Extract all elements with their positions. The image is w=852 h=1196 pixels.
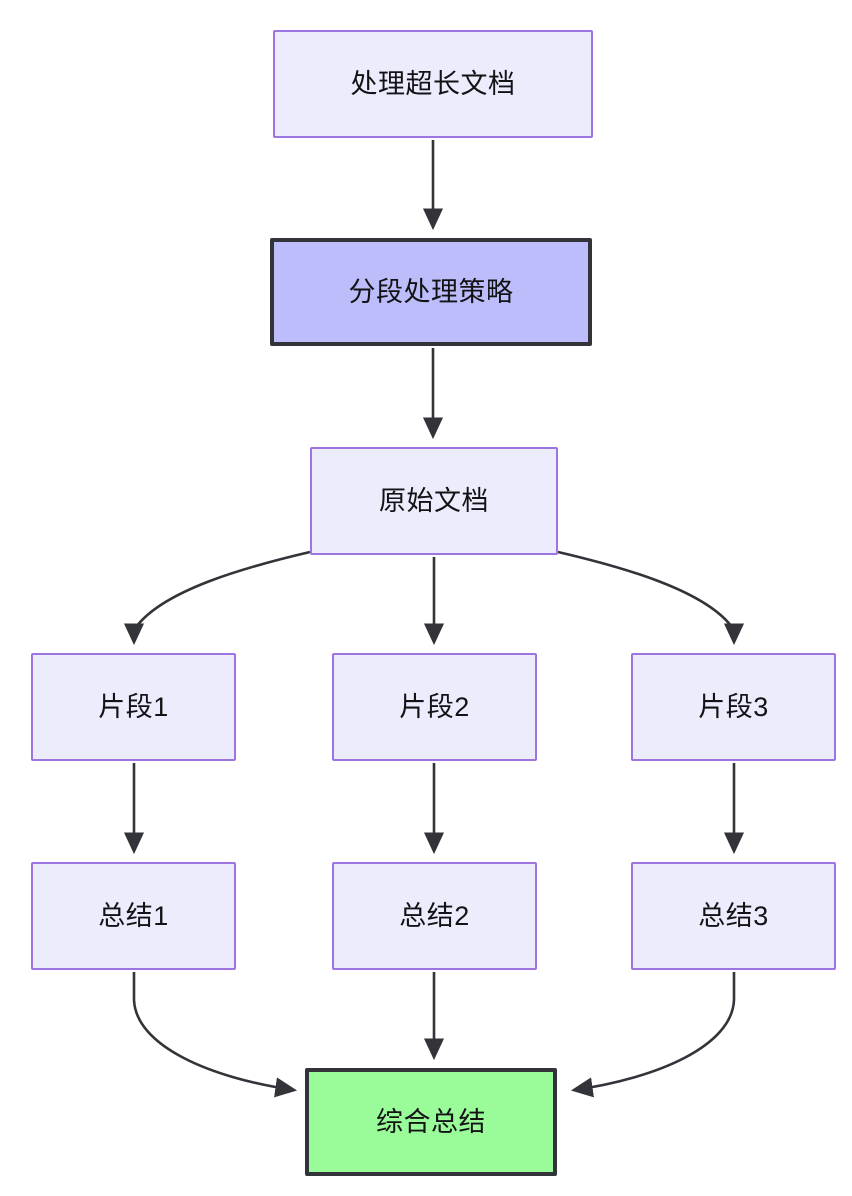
- edge-n3-n4: [123, 550, 311, 646]
- node-chunking-strategy[interactable]: 分段处理策略: [270, 238, 592, 346]
- node-fragment-1[interactable]: 片段1: [31, 653, 236, 761]
- node-label: 片段2: [399, 691, 470, 722]
- node-label: 总结2: [399, 900, 470, 931]
- edge-n7-n10: [132, 972, 298, 1098]
- node-fragment-3[interactable]: 片段3: [631, 653, 836, 761]
- node-fragment-2[interactable]: 片段2: [332, 653, 537, 761]
- node-label: 分段处理策略: [348, 276, 514, 307]
- node-label: 片段1: [98, 691, 169, 722]
- node-summary-3[interactable]: 总结3: [631, 862, 836, 970]
- node-label: 处理超长文档: [350, 68, 516, 99]
- edge-n9-n10: [570, 972, 736, 1098]
- node-label: 总结1: [98, 900, 169, 931]
- node-label: 片段3: [698, 691, 769, 722]
- node-final-summary[interactable]: 综合总结: [305, 1068, 557, 1176]
- node-process-long-document[interactable]: 处理超长文档: [273, 30, 593, 138]
- node-label: 原始文档: [379, 485, 489, 516]
- node-original-document[interactable]: 原始文档: [310, 447, 558, 555]
- node-label: 综合总结: [376, 1106, 486, 1137]
- edge-n3-n6: [557, 550, 745, 646]
- node-summary-2[interactable]: 总结2: [332, 862, 537, 970]
- node-label: 总结3: [698, 900, 769, 931]
- node-summary-1[interactable]: 总结1: [31, 862, 236, 970]
